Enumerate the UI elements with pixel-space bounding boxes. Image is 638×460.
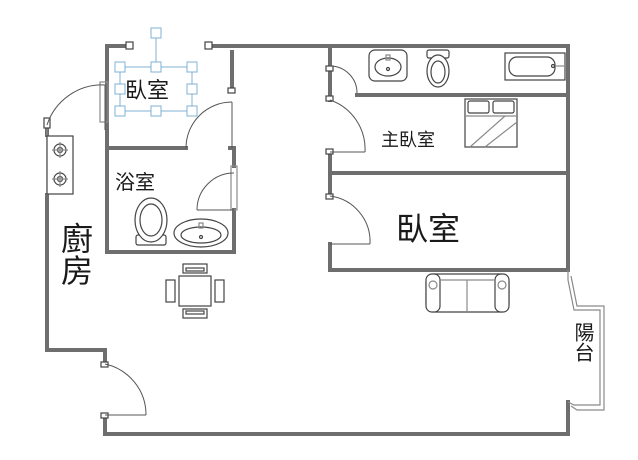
window-marks — [43, 41, 334, 419]
bed-icon — [464, 98, 518, 148]
room-label-bedroom-top-left: 臥室 — [125, 79, 169, 104]
room-label-kitchen: 廚房 — [56, 222, 94, 286]
sink-icon — [368, 49, 408, 82]
sofa-icon — [425, 273, 510, 313]
sink-icon — [173, 218, 229, 248]
toilet-icon — [134, 197, 168, 246]
balcony-outline — [567, 270, 605, 411]
room-label-master-bedroom: 主臥室 — [381, 130, 435, 151]
dining-table-icon — [165, 263, 225, 319]
selection-handles[interactable] — [114, 27, 198, 117]
interior-walls — [46, 44, 570, 272]
bathtub-icon — [504, 52, 566, 81]
room-label-balcony: 陽台 — [571, 322, 595, 362]
door-swing-icon — [46, 65, 371, 416]
room-label-bathroom: 浴室 — [115, 170, 155, 194]
room-label-bedroom-main: 臥室 — [396, 210, 460, 248]
toilet-icon — [426, 49, 450, 88]
stove-icon — [46, 135, 74, 195]
